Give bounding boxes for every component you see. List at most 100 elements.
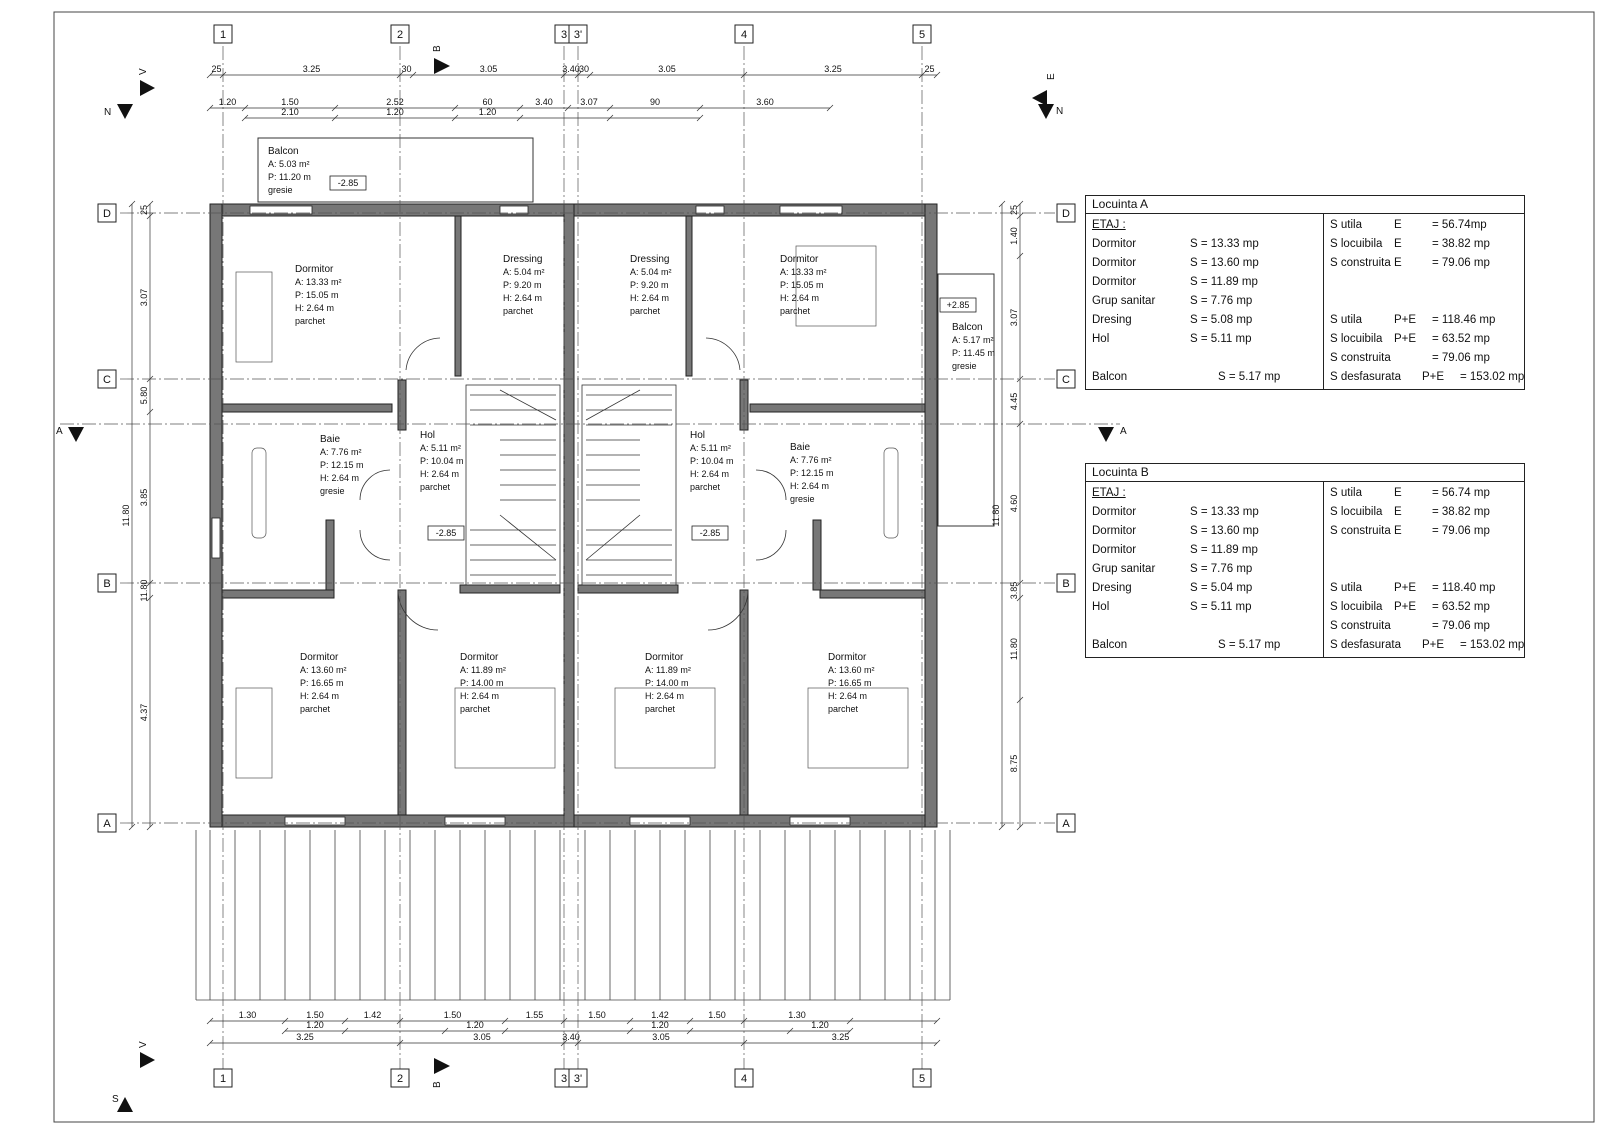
section-v-arrow-bottom bbox=[140, 1052, 155, 1068]
dim-bottom1-tick bbox=[560, 1017, 568, 1025]
dim-right-outer-text: 11.80 bbox=[991, 505, 1001, 527]
dim-left-inner-tick bbox=[146, 823, 154, 831]
surface-value: = 118.40 mp bbox=[1432, 582, 1496, 594]
north-label-right: N bbox=[1056, 106, 1063, 117]
dim-bottom1-tick bbox=[846, 1017, 854, 1025]
axis-bubble-frame bbox=[1056, 573, 1076, 593]
room-name: Dormitor bbox=[1092, 525, 1137, 537]
section-label-a-right: A bbox=[1120, 426, 1127, 437]
dim-bottom2-text: 3.40 bbox=[562, 1032, 580, 1042]
dim-right-inner-tick bbox=[1016, 696, 1024, 704]
section-markers bbox=[68, 58, 1114, 1112]
dim-bottom1-text: 1.42 bbox=[364, 1010, 382, 1020]
surface-floor bbox=[1394, 349, 1432, 368]
dim-top1-text: 30 bbox=[579, 64, 589, 74]
balcon-area: S = 5.17 mp bbox=[1218, 639, 1281, 651]
room-detail: P: 10.04 m bbox=[420, 456, 464, 466]
axis-bubble-label: 3 bbox=[561, 29, 567, 41]
dim-bottom2-text: 3.25 bbox=[832, 1032, 850, 1042]
level-value: -2.85 bbox=[436, 528, 457, 538]
dim-right-inner-text: 8.75 bbox=[1009, 755, 1019, 773]
dim-top1-tick bbox=[560, 71, 568, 79]
room-area: S = 13.60 mp bbox=[1190, 525, 1259, 537]
dim-right-inner-text: 25 bbox=[1009, 205, 1019, 215]
dim-right-inner-tick bbox=[1016, 200, 1024, 208]
room-name: Dressing bbox=[630, 254, 669, 265]
surface-label: S utila bbox=[1330, 582, 1362, 594]
dim-bottom2-tick bbox=[574, 1039, 582, 1047]
dim-top1-tick bbox=[574, 71, 582, 79]
dim-bottom1-text: 1.30 bbox=[239, 1010, 257, 1020]
surface-value: = 79.06 mp bbox=[1432, 620, 1490, 632]
roof-structure bbox=[195, 830, 951, 1001]
stairs bbox=[465, 384, 677, 586]
table-title: Locuinta B bbox=[1086, 464, 1524, 482]
dim-bottom2-text: 3.05 bbox=[652, 1032, 670, 1042]
room-detail: parchet bbox=[630, 306, 661, 316]
room-detail: P: 9.20 m bbox=[503, 280, 542, 290]
surface-floor: P+E bbox=[1422, 639, 1445, 651]
section-label-v-bottom: V bbox=[138, 1041, 149, 1048]
dim-top2a-tick bbox=[606, 104, 614, 112]
room-name: Baie bbox=[790, 442, 810, 453]
dim-right-inner-tick bbox=[1016, 420, 1024, 428]
section-v-arrow-top bbox=[140, 80, 155, 96]
level-frame bbox=[691, 525, 729, 541]
axis-bubble-label: D bbox=[103, 208, 111, 220]
dim-bottom1b-tick bbox=[846, 1027, 854, 1035]
axis-bottom-4: 4 bbox=[734, 1068, 754, 1088]
axis-bubble-frame bbox=[1056, 813, 1076, 833]
room-detail: P: 14.00 m bbox=[645, 678, 689, 688]
dim-top2a-tick bbox=[696, 104, 704, 112]
room-name: Dormitor bbox=[1092, 238, 1137, 250]
dim-right-inner-tick bbox=[1016, 594, 1024, 602]
surface-floor: P+E bbox=[1422, 371, 1445, 383]
axis-left-2: B bbox=[97, 573, 117, 593]
axis-bubble-label: C bbox=[103, 374, 111, 386]
room-detail: parchet bbox=[503, 306, 534, 316]
room-detail: H: 2.64 m bbox=[503, 293, 542, 303]
surface-value: = 79.06 mp bbox=[1432, 257, 1490, 269]
room-name: Dormitor bbox=[780, 254, 819, 265]
dim-top2a-text: 3.07 bbox=[580, 97, 598, 107]
dim-right-inner-text: 3.07 bbox=[1009, 309, 1019, 327]
dim-bottom1-tick bbox=[501, 1017, 509, 1025]
room-name: Grup sanitar bbox=[1092, 295, 1156, 307]
section-b-arrow-top bbox=[434, 58, 450, 74]
axis-bubble-frame bbox=[912, 1068, 932, 1088]
dim-top1-tick bbox=[396, 71, 404, 79]
axis-bubble-label: 1 bbox=[220, 1073, 226, 1085]
surface-label: S utila bbox=[1330, 487, 1362, 499]
room-name: Dresing bbox=[1092, 314, 1132, 326]
room-detail: H: 2.64 m bbox=[320, 473, 359, 483]
dim-bottom1b-text: 1.20 bbox=[306, 1020, 324, 1030]
room-detail: H: 2.64 m bbox=[460, 691, 499, 701]
windows bbox=[211, 205, 851, 826]
dim-top2b-text: 1.20 bbox=[479, 107, 497, 117]
dim-right-inner-text: 4.45 bbox=[1009, 393, 1019, 411]
dim-top2a-text: 3.60 bbox=[756, 97, 774, 107]
level-value: -2.85 bbox=[700, 528, 721, 538]
surface-label: S construita bbox=[1330, 257, 1391, 269]
level-frame bbox=[939, 297, 977, 313]
dim-bottom1b-text: 1.20 bbox=[811, 1020, 829, 1030]
level-frame bbox=[427, 525, 465, 541]
room-detail: parchet bbox=[780, 306, 811, 316]
room-name: Baie bbox=[320, 434, 340, 445]
dim-right-inner-text: 4.60 bbox=[1009, 495, 1019, 513]
dim-bottom1b-tick bbox=[686, 1027, 694, 1035]
dim-bottom2-text: 3.05 bbox=[473, 1032, 491, 1042]
dim-top2a-tick bbox=[451, 104, 459, 112]
dim-bottom2-tick bbox=[206, 1039, 214, 1047]
surface-floor: P+E bbox=[1394, 582, 1417, 594]
room-name: Hol bbox=[1092, 601, 1110, 613]
dim-right-inner-text: 11.80 bbox=[1009, 638, 1019, 660]
room-name: Hol bbox=[690, 430, 705, 441]
surface-label: S locuibila bbox=[1330, 238, 1383, 250]
dim-top1-tick bbox=[409, 71, 417, 79]
dim-left-inner-text: 3.85 bbox=[139, 489, 149, 507]
axis-bubble-label: C bbox=[1062, 374, 1070, 386]
axis-bubble-label: 2 bbox=[397, 1073, 403, 1085]
